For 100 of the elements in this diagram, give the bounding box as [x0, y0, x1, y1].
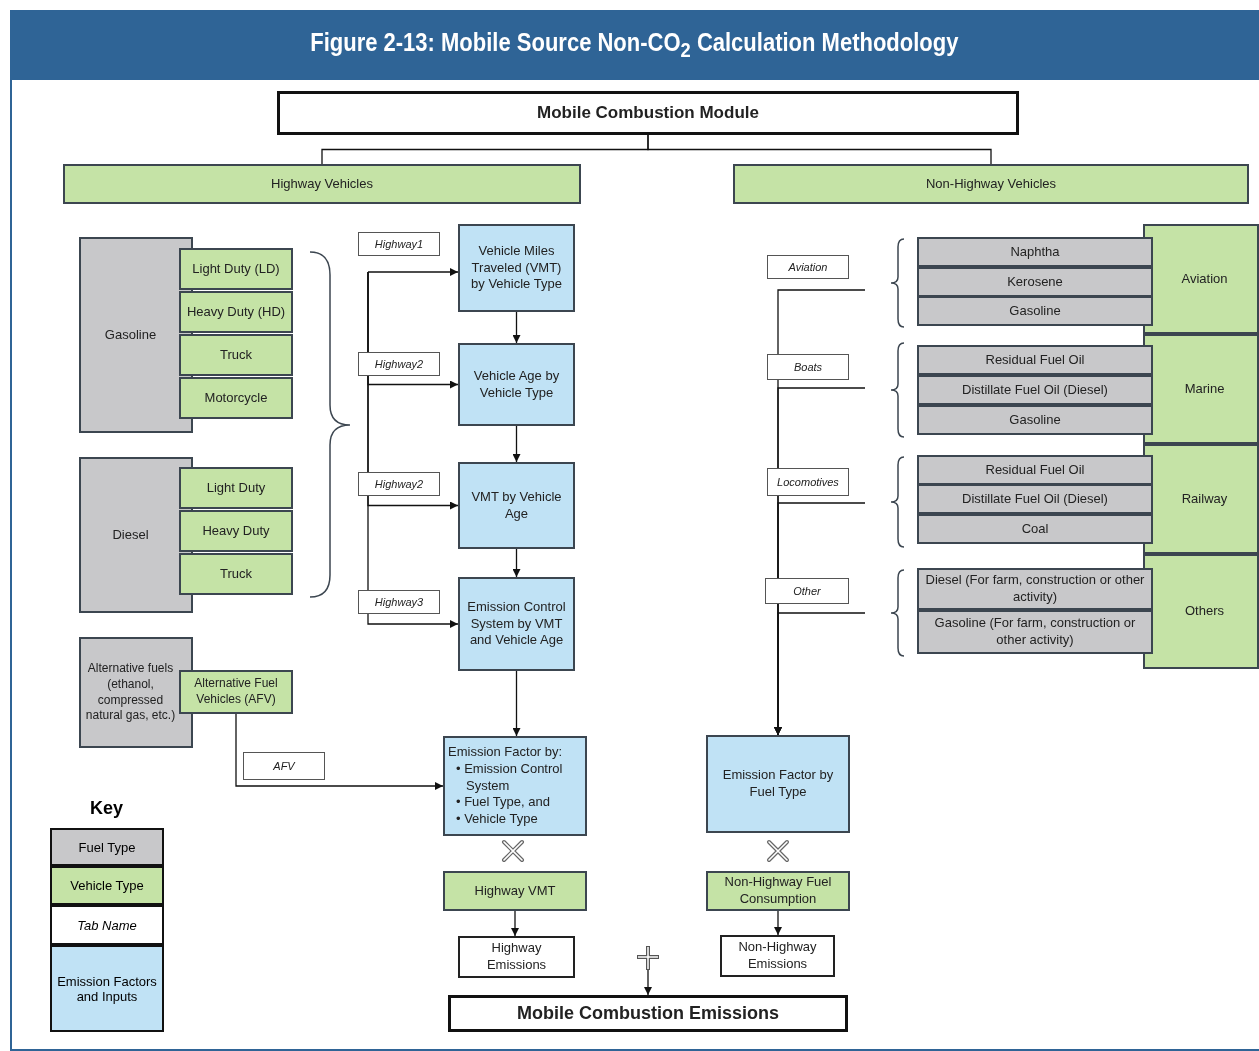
node-text: Truck: [220, 346, 252, 364]
node-text: Diesel: [112, 526, 149, 544]
legend-text: Fuel Type: [78, 839, 136, 855]
vehicle-type-box: [179, 670, 293, 714]
node-text: Vehicle Age by Vehicle Type: [472, 367, 561, 402]
vehicle-type-box: [179, 334, 293, 376]
legend-text: Tab Name: [77, 917, 137, 933]
legend-heading: Key: [90, 798, 124, 819]
emission-factor-box: [443, 736, 587, 836]
tab-name-box: [767, 468, 849, 496]
node-text: Highway1: [374, 236, 424, 252]
node-text: Non-Highway Vehicles: [925, 175, 1057, 193]
node-text: Highway VMT: [474, 882, 556, 900]
node-text: Diesel (For farm, construction or other activity): [924, 572, 1146, 606]
node-text: Highway2: [374, 476, 424, 492]
node-text: Emission Control System by VMT and Vehicle Age: [466, 598, 567, 650]
vehicle-type-box: [179, 510, 293, 552]
fuel-type-box: [917, 375, 1153, 405]
node-text: Alternative Fuel Vehicles (AFV): [193, 676, 279, 708]
node-text: AFV: [273, 758, 295, 774]
vehicle-type-box: [179, 377, 293, 419]
tab-name-box: [358, 472, 440, 496]
emissions-box: [458, 936, 575, 978]
node-text: Naphtha: [1010, 243, 1060, 261]
fuel-type-box: [917, 484, 1153, 514]
node-heading: Emission Factor by:: [448, 743, 563, 761]
vehicle-type-box: [63, 164, 581, 204]
fuel-type-box: [917, 455, 1153, 485]
vehicle-type-box: [179, 467, 293, 509]
legend-text: Vehicle Type: [70, 878, 144, 893]
fuel-type-box: [917, 568, 1153, 610]
vehicle-type-box: [1143, 554, 1259, 669]
vehicle-type-box: [706, 871, 850, 911]
node-text: Alternative fuels (ethanol, compressed natural gas, etc.): [84, 661, 177, 724]
vehicle-type-box: [1143, 334, 1259, 444]
node-text: Gasoline: [1009, 411, 1061, 429]
arrow: [367, 268, 459, 276]
node-text: Mobile Combustion Emissions: [517, 1001, 779, 1025]
node-text: Truck: [220, 565, 252, 583]
fuel-type-box: [917, 514, 1153, 544]
vehicle-type-box: [1143, 224, 1259, 334]
fuel-type-box: [917, 610, 1153, 654]
tab-name-box: [358, 232, 440, 256]
emission-factor-box: [706, 735, 850, 833]
fuel-type-box: [917, 405, 1153, 435]
tab-name-box: [767, 354, 849, 380]
node-text: Mobile Combustion Module: [537, 101, 759, 124]
node-text: Kerosene: [1007, 273, 1063, 291]
emission-factor-box: [458, 462, 575, 549]
tab-name-box: [358, 352, 440, 376]
node-text: Coal: [1021, 520, 1049, 538]
tab-name-box: [358, 590, 440, 614]
connector-line: [647, 134, 992, 165]
bullet-item: • Emission Control System: [455, 760, 564, 795]
module-box: [277, 91, 1019, 135]
node-text: Residual Fuel Oil: [985, 461, 1085, 479]
vehicle-type-box: [179, 553, 293, 595]
node-text: Heavy Duty: [202, 522, 270, 540]
arrow: [774, 910, 782, 936]
vehicle-type-box: [443, 871, 587, 911]
node-text: Emission Factor by Fuel Type: [721, 767, 835, 801]
vehicle-type-box: [179, 291, 293, 333]
node-text: Highway2: [374, 356, 424, 372]
arrow: [512, 425, 521, 463]
emissions-box: [720, 935, 835, 977]
node-text: Vehicle Miles Traveled (VMT) by Vehicle Type: [470, 242, 563, 294]
fuel-type-box: [79, 457, 193, 613]
arrow: [512, 548, 521, 578]
arrow: [512, 311, 521, 344]
node-text: Gasoline: [104, 326, 157, 344]
emission-factor-box: [458, 577, 575, 671]
bullet-item: • Vehicle Type: [455, 811, 539, 829]
node-text: Aviation: [788, 259, 828, 275]
node-text: Distillate Fuel Oil (Diesel): [962, 490, 1108, 508]
arrow: [512, 670, 521, 737]
node-text: VMT by Vehicle Age: [470, 488, 563, 523]
node-text: Distillate Fuel Oil (Diesel): [962, 381, 1108, 399]
bullet-item: • Fuel Type, and: [455, 794, 551, 812]
node-text: Gasoline (For farm, construction or other activity): [933, 615, 1137, 649]
node-text: Railway: [1181, 490, 1228, 508]
fuel-type-box: [79, 637, 193, 748]
legend-text: Emission Factors and Inputs: [56, 973, 158, 1004]
emission-factor-box: [458, 224, 575, 312]
vehicle-type-box: [179, 248, 293, 290]
node-text: Marine: [1184, 380, 1225, 398]
node-text: Highway3: [374, 594, 424, 610]
vehicle-type-box: [733, 164, 1249, 204]
vehicle-type-box: [1143, 444, 1259, 554]
module-box: [448, 995, 848, 1032]
node-text: Boats: [793, 359, 823, 375]
arrow: [774, 612, 866, 736]
node-text: Residual Fuel Oil: [985, 351, 1085, 369]
arrow: [511, 910, 519, 937]
tab-name-box: [243, 752, 325, 780]
fuel-type-box: [917, 345, 1153, 375]
fuel-type-box: [917, 296, 1153, 326]
node-text: Other: [793, 583, 821, 599]
node-text: Locomotives: [777, 474, 839, 490]
node-text: Light Duty (LD): [192, 260, 280, 278]
node-text: Gasoline: [1009, 302, 1061, 320]
